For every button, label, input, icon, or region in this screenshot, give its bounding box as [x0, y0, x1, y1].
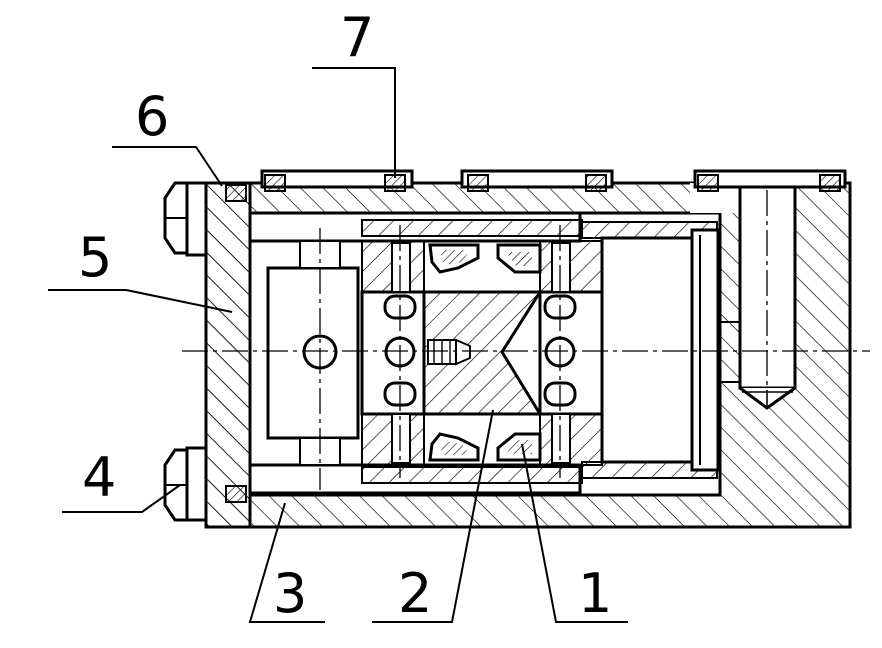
seal-lower-left — [428, 432, 480, 462]
leader-lines — [48, 67, 628, 623]
callout-2: 2 — [398, 562, 432, 625]
seal-lower-right — [496, 432, 542, 462]
left-bearing — [360, 240, 426, 466]
callout-3: 3 — [273, 562, 307, 625]
right-bearing — [538, 240, 604, 466]
bolt-bottom — [163, 446, 208, 522]
right-piston — [600, 228, 740, 472]
left-block — [266, 240, 360, 466]
center-lines — [182, 190, 870, 490]
callout-6: 6 — [135, 85, 169, 148]
callout-4: 4 — [82, 446, 116, 509]
bolt-top — [163, 181, 208, 257]
central-wedge — [422, 290, 543, 416]
seal-upper-left — [428, 243, 480, 274]
callout-5: 5 — [78, 226, 112, 289]
callout-1: 1 — [578, 562, 612, 625]
callout-7: 7 — [340, 6, 374, 69]
seal-upper-right — [496, 243, 542, 274]
top-cover-plate — [225, 169, 847, 503]
upper-shaft — [248, 211, 718, 243]
